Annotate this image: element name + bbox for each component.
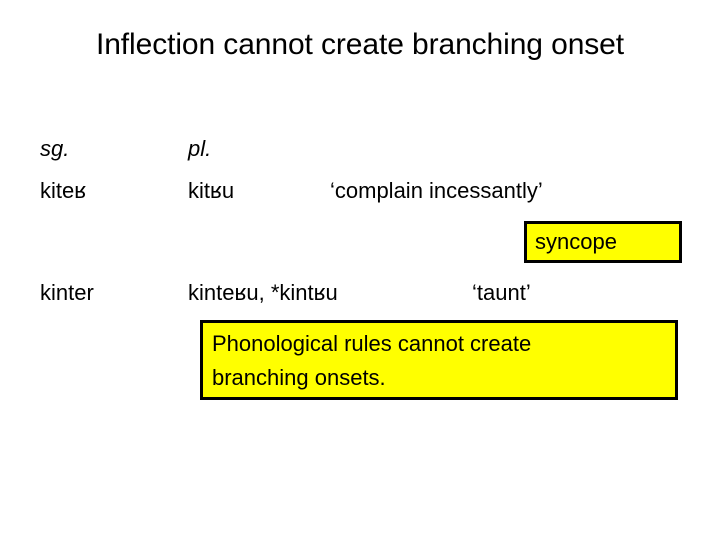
column-header-plural: pl. [188, 136, 212, 161]
cell-singular-1: kiteʁ [40, 178, 87, 203]
syncope-annotation-label: syncope [535, 229, 617, 254]
cell-plural-1: kitʁu [188, 178, 235, 203]
table-row: kiteʁ kitʁu ‘complain incessantly’ [0, 176, 720, 222]
cell-gloss-1: ‘complain incessantly’ [330, 178, 543, 203]
paradigm-table: sg. pl. kiteʁ kitʁu ‘complain incessantl… [0, 134, 720, 324]
cell-gloss-2: ‘taunt’ [472, 280, 531, 305]
syncope-annotation-box: syncope [524, 221, 682, 263]
cell-singular-2: kinter [40, 280, 94, 305]
conclusion-callout-line-1: Phonological rules cannot create [212, 331, 532, 356]
column-header-singular: sg. [40, 136, 70, 161]
table-header-row: sg. pl. [0, 134, 720, 176]
page-title: Inflection cannot create branching onset [95, 28, 625, 61]
conclusion-callout-line-2: branching onsets. [212, 365, 386, 390]
table-row: kinter kinteʁu, *kintʁu ‘taunt’ [0, 278, 720, 324]
conclusion-callout-box: Phonological rules cannot create branchi… [200, 320, 678, 400]
cell-plural-2: kinteʁu, *kintʁu [188, 280, 338, 305]
